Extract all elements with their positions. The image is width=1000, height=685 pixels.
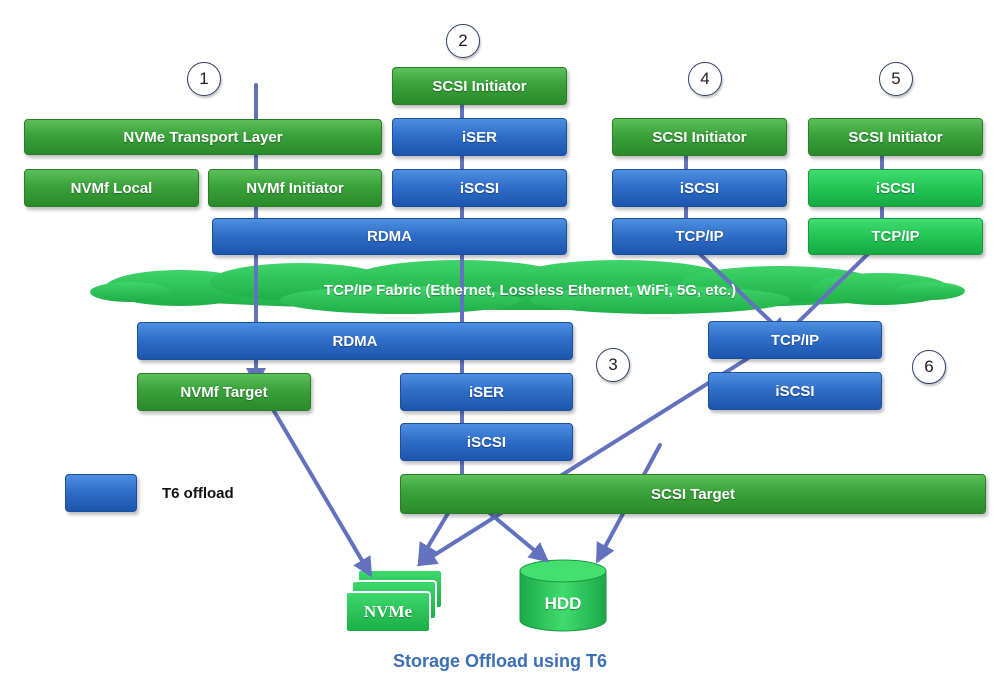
step-circle-5: 5 <box>879 62 913 96</box>
legend-label: T6 offload <box>162 485 234 502</box>
tcpip-6-box: TCP/IP <box>708 321 882 359</box>
tcpip-4-box: TCP/IP <box>612 218 787 255</box>
legend-swatch <box>65 474 137 512</box>
nvme-label: NVMe <box>363 602 413 621</box>
iscsi-target-box: iSCSI <box>400 423 573 461</box>
nvme-transport-layer-box: NVMe Transport Layer <box>24 119 382 155</box>
scsi-target-box: SCSI Target <box>400 474 986 514</box>
nvmf-target-box: NVMf Target <box>137 373 311 411</box>
hdd-device <box>519 559 607 632</box>
rdma-initiator-box: RDMA <box>212 218 567 255</box>
rdma-target-box: RDMA <box>137 322 573 360</box>
nvmf-local-box: NVMf Local <box>24 169 199 207</box>
scsi-initiator-2-box: SCSI Initiator <box>392 67 567 105</box>
fabric-label: TCP/IP Fabric (Ethernet, Lossless Ethern… <box>323 281 737 299</box>
iser-initiator-box: iSER <box>392 118 567 156</box>
tcpip-5-box: TCP/IP <box>808 218 983 255</box>
step-circle-1: 1 <box>187 62 221 96</box>
iscsi-5-box: iSCSI <box>808 169 983 207</box>
arrow-path1-to-nvme <box>256 382 373 578</box>
step-circle-6: 6 <box>912 350 946 384</box>
iser-target-box: iSER <box>400 373 573 411</box>
nvme-device <box>345 569 443 633</box>
hdd-label: HDD <box>544 594 582 613</box>
iscsi-4-box: iSCSI <box>612 169 787 207</box>
nvmf-initiator-box: NVMf Initiator <box>208 169 382 207</box>
iscsi-6-box: iSCSI <box>708 372 882 410</box>
figure-caption: Storage Offload using T6 <box>392 651 607 671</box>
scsi-initiator-4-box: SCSI Initiator <box>612 118 787 156</box>
scsi-initiator-5-box: SCSI Initiator <box>808 118 983 156</box>
step-circle-4: 4 <box>688 62 722 96</box>
iscsi-initiator-box: iSCSI <box>392 169 567 207</box>
step-circle-2: 2 <box>446 24 480 58</box>
step-circle-3: 3 <box>596 348 630 382</box>
arrow-path4-to-tcpip <box>684 239 788 338</box>
